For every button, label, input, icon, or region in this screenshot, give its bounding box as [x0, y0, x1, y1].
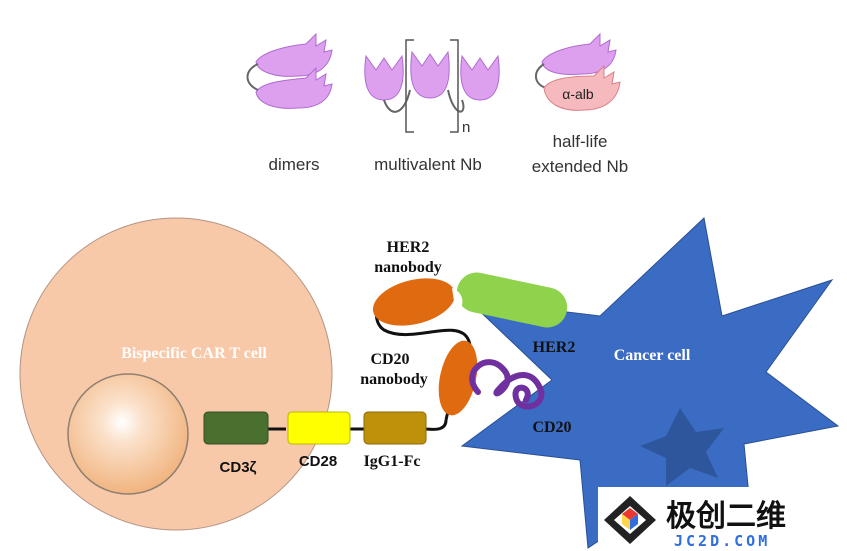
cd3z-label: CD3ζ: [220, 459, 257, 476]
repeat-n-label: n: [462, 119, 470, 136]
multivalent-nanobody-3: [460, 54, 500, 101]
her2-nanobody-label-2: nanobody: [374, 259, 442, 276]
t-cell-label: Bispecific CAR T cell: [121, 345, 267, 362]
cd20-antigen: [469, 359, 545, 410]
left-bracket: [405, 39, 414, 133]
watermark: 极创二维 JC2D.COM: [598, 487, 847, 551]
format-halflife: α-alb half-life extended Nb: [532, 32, 628, 176]
her2-antigen: [456, 272, 568, 328]
format-dimers: dimers: [246, 32, 333, 174]
car-t-cell: Bispecific CAR T cell: [19, 217, 333, 531]
watermark-name: 极创二维: [666, 500, 786, 533]
cd20-nanobody-label-2: nanobody: [360, 371, 428, 388]
cd20-label: CD20: [532, 419, 571, 436]
her2-nanobody-notch: [452, 288, 463, 314]
cd20-nanobody-label-1: CD20: [370, 351, 409, 368]
multivalent-nanobody-1: [364, 54, 404, 101]
right-bracket: [450, 39, 459, 133]
t-cell-body: [19, 217, 333, 531]
cd3z-domain: [203, 411, 269, 445]
watermark-url: JC2D.COM: [674, 532, 770, 550]
cancer-cell-nucleus: [640, 408, 724, 486]
multivalent-nanobody-2: [410, 50, 450, 99]
dimer-top-nanobody: [255, 32, 333, 77]
her2-nanobody-label-1: HER2: [387, 239, 430, 256]
igg1-label: IgG1-Fc: [364, 453, 421, 470]
halflife-label-line2: extended Nb: [532, 157, 628, 176]
halflife-linker: [535, 63, 547, 89]
albumin-binder: α-alb: [543, 64, 621, 111]
alb-label: α-alb: [562, 86, 594, 102]
multivalent-linker: [383, 89, 465, 113]
halflife-nanobody: [541, 32, 617, 75]
halflife-label-line1: half-life: [553, 132, 608, 151]
car-construct: [203, 278, 478, 445]
cd20-nanobody: [438, 340, 478, 416]
her2-label: HER2: [533, 339, 576, 356]
cd28-domain: [287, 411, 351, 445]
format-multivalent: n multivalent Nb: [364, 39, 500, 174]
watermark-logo-icon: [604, 496, 656, 544]
cd28-label: CD28: [299, 453, 337, 470]
cancer-cell-label: Cancer cell: [614, 347, 691, 364]
dimer-linker: [246, 63, 259, 91]
igg1-fc-domain: [363, 411, 427, 445]
her2-nanobody: [372, 278, 456, 326]
t-cell-nucleus: [67, 373, 189, 495]
dimer-bottom-nanobody: [255, 66, 333, 109]
multivalent-label: multivalent Nb: [374, 155, 482, 174]
cancer-cell: Cancer cell: [460, 217, 840, 550]
dimers-label: dimers: [268, 155, 319, 174]
